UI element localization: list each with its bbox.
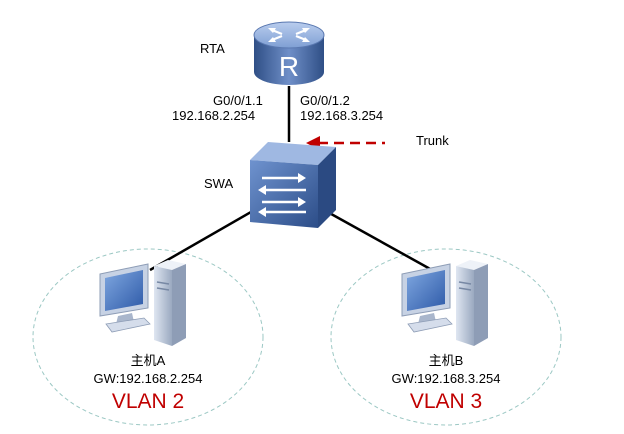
router-left-interface: G0/0/1.1 (213, 93, 263, 108)
router-letter: R (279, 51, 299, 82)
switch-icon (250, 142, 336, 228)
switch-name: SWA (204, 176, 234, 191)
vlan-2-label: VLAN 2 (111, 390, 185, 413)
link-to-host-a (149, 206, 259, 272)
link-to-host-b (323, 208, 433, 272)
router-name: RTA (200, 41, 225, 56)
trunk-label: Trunk (416, 133, 449, 148)
vlan-3-label: VLAN 3 (409, 390, 483, 413)
host-b-name: 主机B (428, 353, 464, 368)
pc-icon (99, 260, 186, 346)
pc-icon (401, 260, 488, 346)
router-left-ip: 192.168.2.254 (172, 108, 256, 123)
host-b-gateway: GW:192.168.3.254 (391, 371, 501, 386)
router-right-ip: 192.168.3.254 (300, 108, 384, 123)
router-icon: R (253, 21, 325, 85)
vlan-2-area (32, 248, 264, 426)
host-a-gateway: GW:192.168.2.254 (93, 371, 203, 386)
host-a-name: 主机A (130, 353, 166, 368)
router-right-interface: G0/0/1.2 (300, 93, 350, 108)
vlan-3-area (330, 248, 562, 426)
